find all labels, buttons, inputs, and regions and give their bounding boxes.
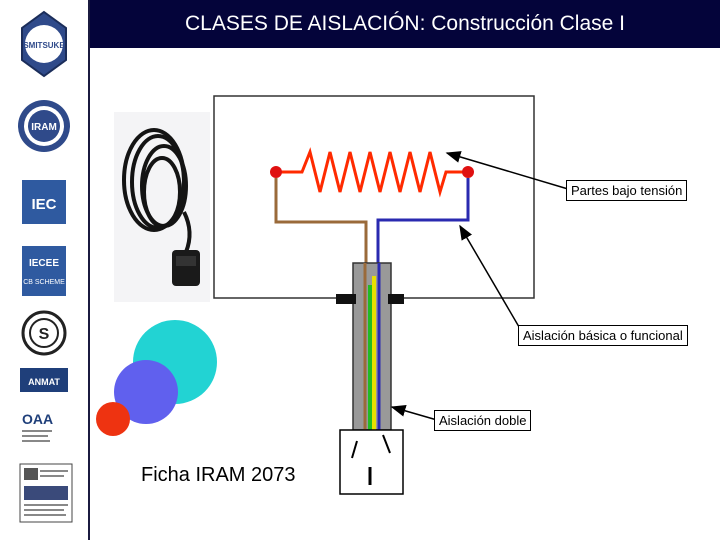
callout-basic-insulation: Aislación básica o funcional bbox=[518, 325, 688, 346]
terminal-left bbox=[270, 166, 282, 178]
grommet-right bbox=[388, 294, 404, 304]
callout-live-parts: Partes bajo tensión bbox=[566, 180, 687, 201]
terminal-right bbox=[462, 166, 474, 178]
plug-caption: Ficha IRAM 2073 bbox=[141, 464, 296, 487]
callout-double-insulation: Aislación doble bbox=[434, 410, 531, 431]
grommet-left bbox=[336, 294, 356, 304]
arrow-double-insulation bbox=[392, 407, 437, 420]
